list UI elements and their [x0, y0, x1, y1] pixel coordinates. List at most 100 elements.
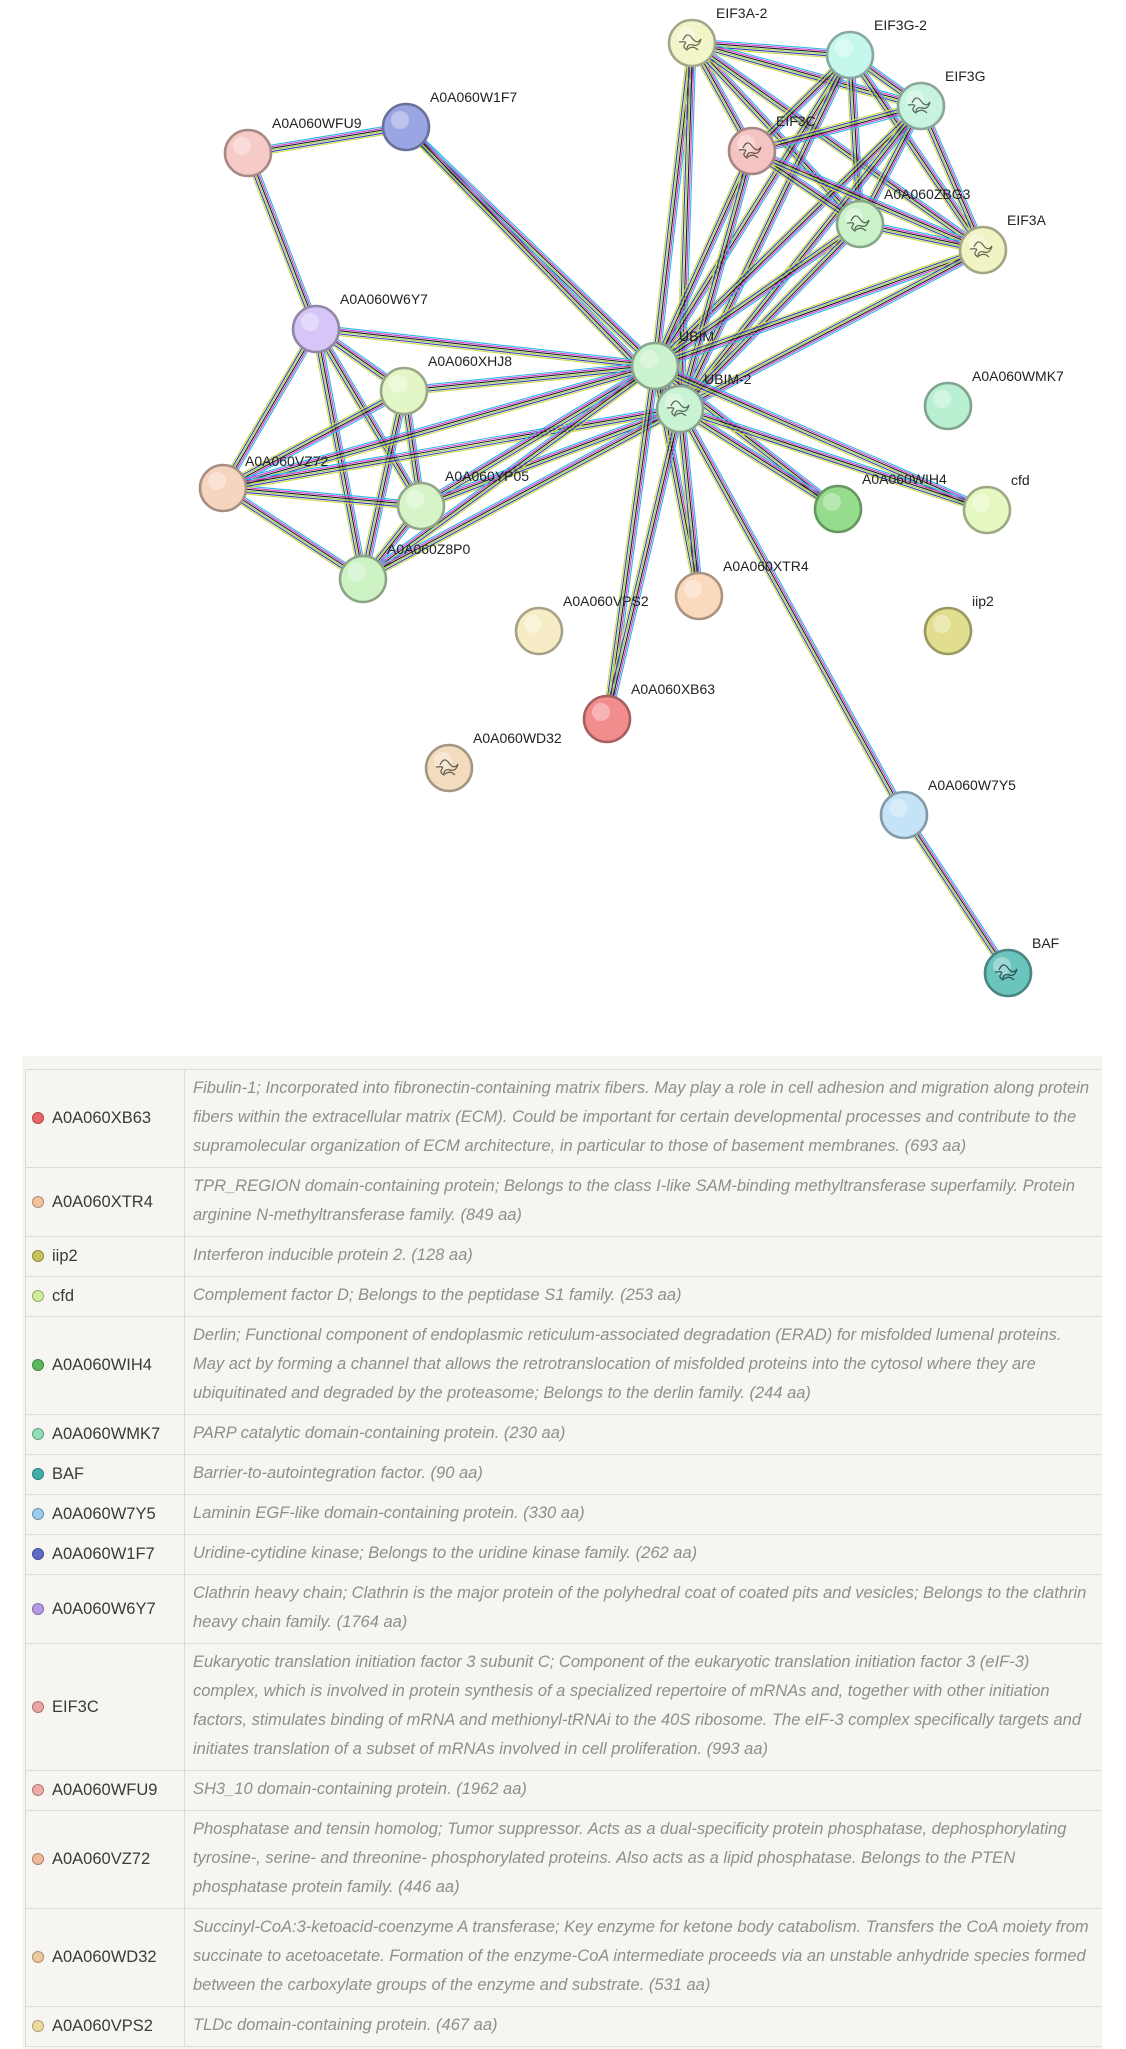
node-circle[interactable]	[879, 790, 929, 840]
edge	[220, 484, 366, 583]
node-a0a060yp05[interactable]: A0A060YP05	[396, 468, 529, 531]
node-circle[interactable]	[379, 366, 429, 416]
node-ubim-2[interactable]: UBIM-2	[655, 371, 752, 434]
node-circle[interactable]	[424, 743, 474, 793]
node-circle[interactable]	[198, 463, 248, 513]
edge	[418, 362, 658, 510]
node-circle[interactable]	[582, 694, 632, 744]
node-a0a060xtr4[interactable]: A0A060XTR4	[674, 558, 809, 621]
node-iip2[interactable]: iip2	[923, 593, 994, 656]
node-circle[interactable]	[338, 554, 388, 604]
node-circle[interactable]	[674, 571, 724, 621]
node-a0a060wih4[interactable]: A0A060WIH4	[813, 471, 947, 534]
node-a0a060xhj8[interactable]: A0A060XHJ8	[379, 353, 512, 416]
node-circle[interactable]	[983, 948, 1033, 998]
node-circle[interactable]	[962, 485, 1012, 535]
legend-row[interactable]: A0A060W7Y5 Laminin EGF-like domain-contai…	[25, 1494, 1102, 1535]
node-circle[interactable]	[396, 481, 446, 531]
legend-protein-name[interactable]: BAF	[52, 1465, 85, 1483]
legend-protein-name[interactable]: A0A060XTR4	[52, 1192, 153, 1211]
node-label: EIF3G-2	[874, 17, 927, 33]
legend-protein-name[interactable]: A0A060VZ72	[52, 1850, 151, 1868]
edge-line	[678, 150, 752, 409]
edge-line	[655, 250, 984, 368]
node-circle[interactable]	[813, 484, 863, 534]
node-a0a060zbg3[interactable]: A0A060ZBG3	[835, 186, 971, 249]
edge-line	[223, 486, 364, 579]
node-a0a060wmk7[interactable]: A0A060WMK7	[923, 368, 1064, 431]
node-ubim[interactable]: UBIM	[630, 328, 714, 391]
node-circle[interactable]	[923, 606, 973, 656]
node-baf[interactable]: BAF	[983, 935, 1059, 998]
node-circle[interactable]	[923, 381, 973, 431]
legend-protein-name[interactable]: A0A060WIH4	[52, 1356, 152, 1374]
legend-protein-name[interactable]: A0A060WD32	[52, 1948, 157, 1966]
node-circle[interactable]	[630, 341, 680, 391]
legend-protein-name[interactable]: A0A060W6Y7	[52, 1599, 156, 1618]
node-a0a060xb63[interactable]: A0A060XB63	[582, 681, 715, 744]
node-eif3a[interactable]: EIF3A	[958, 212, 1047, 275]
edge-line	[655, 364, 988, 510]
node-a0a060vz72[interactable]: A0A060VZ72	[198, 453, 328, 513]
node-eif3g[interactable]: EIF3G	[896, 68, 985, 131]
legend-protein-name[interactable]: A0A060XB63	[52, 1109, 152, 1127]
node-cfd[interactable]: cfd	[962, 472, 1030, 535]
edge-line	[364, 391, 407, 580]
node-a0a060wfu9[interactable]: A0A060WFU9	[223, 115, 362, 178]
node-circle[interactable]	[223, 128, 273, 178]
legend-protein-name[interactable]: A0A060W7Y5	[52, 1505, 156, 1523]
legend-name-cell: A0A060VPS2	[25, 2006, 185, 2047]
legend-protein-name[interactable]: cfd	[52, 1287, 75, 1305]
node-circle[interactable]	[727, 126, 777, 176]
legend-name-cell: EIF3C	[25, 1643, 185, 1771]
edge-line	[221, 388, 404, 487]
legend-protein-name[interactable]: EIF3C	[52, 1697, 99, 1716]
edge-line	[679, 409, 987, 512]
node-circle[interactable]	[291, 304, 341, 354]
node-circle[interactable]	[667, 18, 717, 68]
node-eif3g-2[interactable]: EIF3G-2	[825, 17, 927, 80]
legend-protein-name[interactable]: A0A060WFU9	[52, 1781, 158, 1799]
node-a0a060vps2[interactable]: A0A060VPS2	[514, 593, 649, 656]
node-a0a060w7y5[interactable]: A0A060W7Y5	[879, 777, 1016, 840]
legend-protein-name[interactable]: iip2	[52, 1247, 78, 1265]
edge-line	[650, 149, 749, 365]
legend-description: Laminin EGF-like domain-containing prote…	[184, 1494, 1102, 1535]
node-circle[interactable]	[896, 81, 946, 131]
edge	[602, 365, 660, 720]
node-circle[interactable]	[835, 199, 885, 249]
node-eif3c[interactable]: EIF3C	[727, 113, 816, 176]
node-a0a060w1f7[interactable]: A0A060W1F7	[381, 89, 517, 152]
edge-line	[678, 105, 921, 409]
node-circle[interactable]	[958, 225, 1008, 275]
node-a0a060z8p0[interactable]: A0A060Z8P0	[338, 541, 470, 604]
node-circle[interactable]	[825, 30, 875, 80]
node-circle[interactable]	[655, 384, 705, 434]
node-a0a060w6y7[interactable]: A0A060W6Y7	[291, 291, 428, 354]
node-eif3a-2[interactable]: EIF3A-2	[667, 5, 768, 68]
legend-protein-name[interactable]: A0A060W1F7	[52, 1545, 155, 1563]
legend-protein-name[interactable]: A0A060VPS2	[52, 2017, 153, 2035]
node-a0a060wd32[interactable]: A0A060WD32	[424, 730, 562, 793]
node-circle[interactable]	[514, 606, 564, 656]
edge-line	[248, 127, 407, 155]
legend-protein-name[interactable]: A0A060WMK7	[52, 1425, 161, 1443]
node-circle[interactable]	[381, 102, 431, 152]
edge-line	[675, 42, 689, 409]
